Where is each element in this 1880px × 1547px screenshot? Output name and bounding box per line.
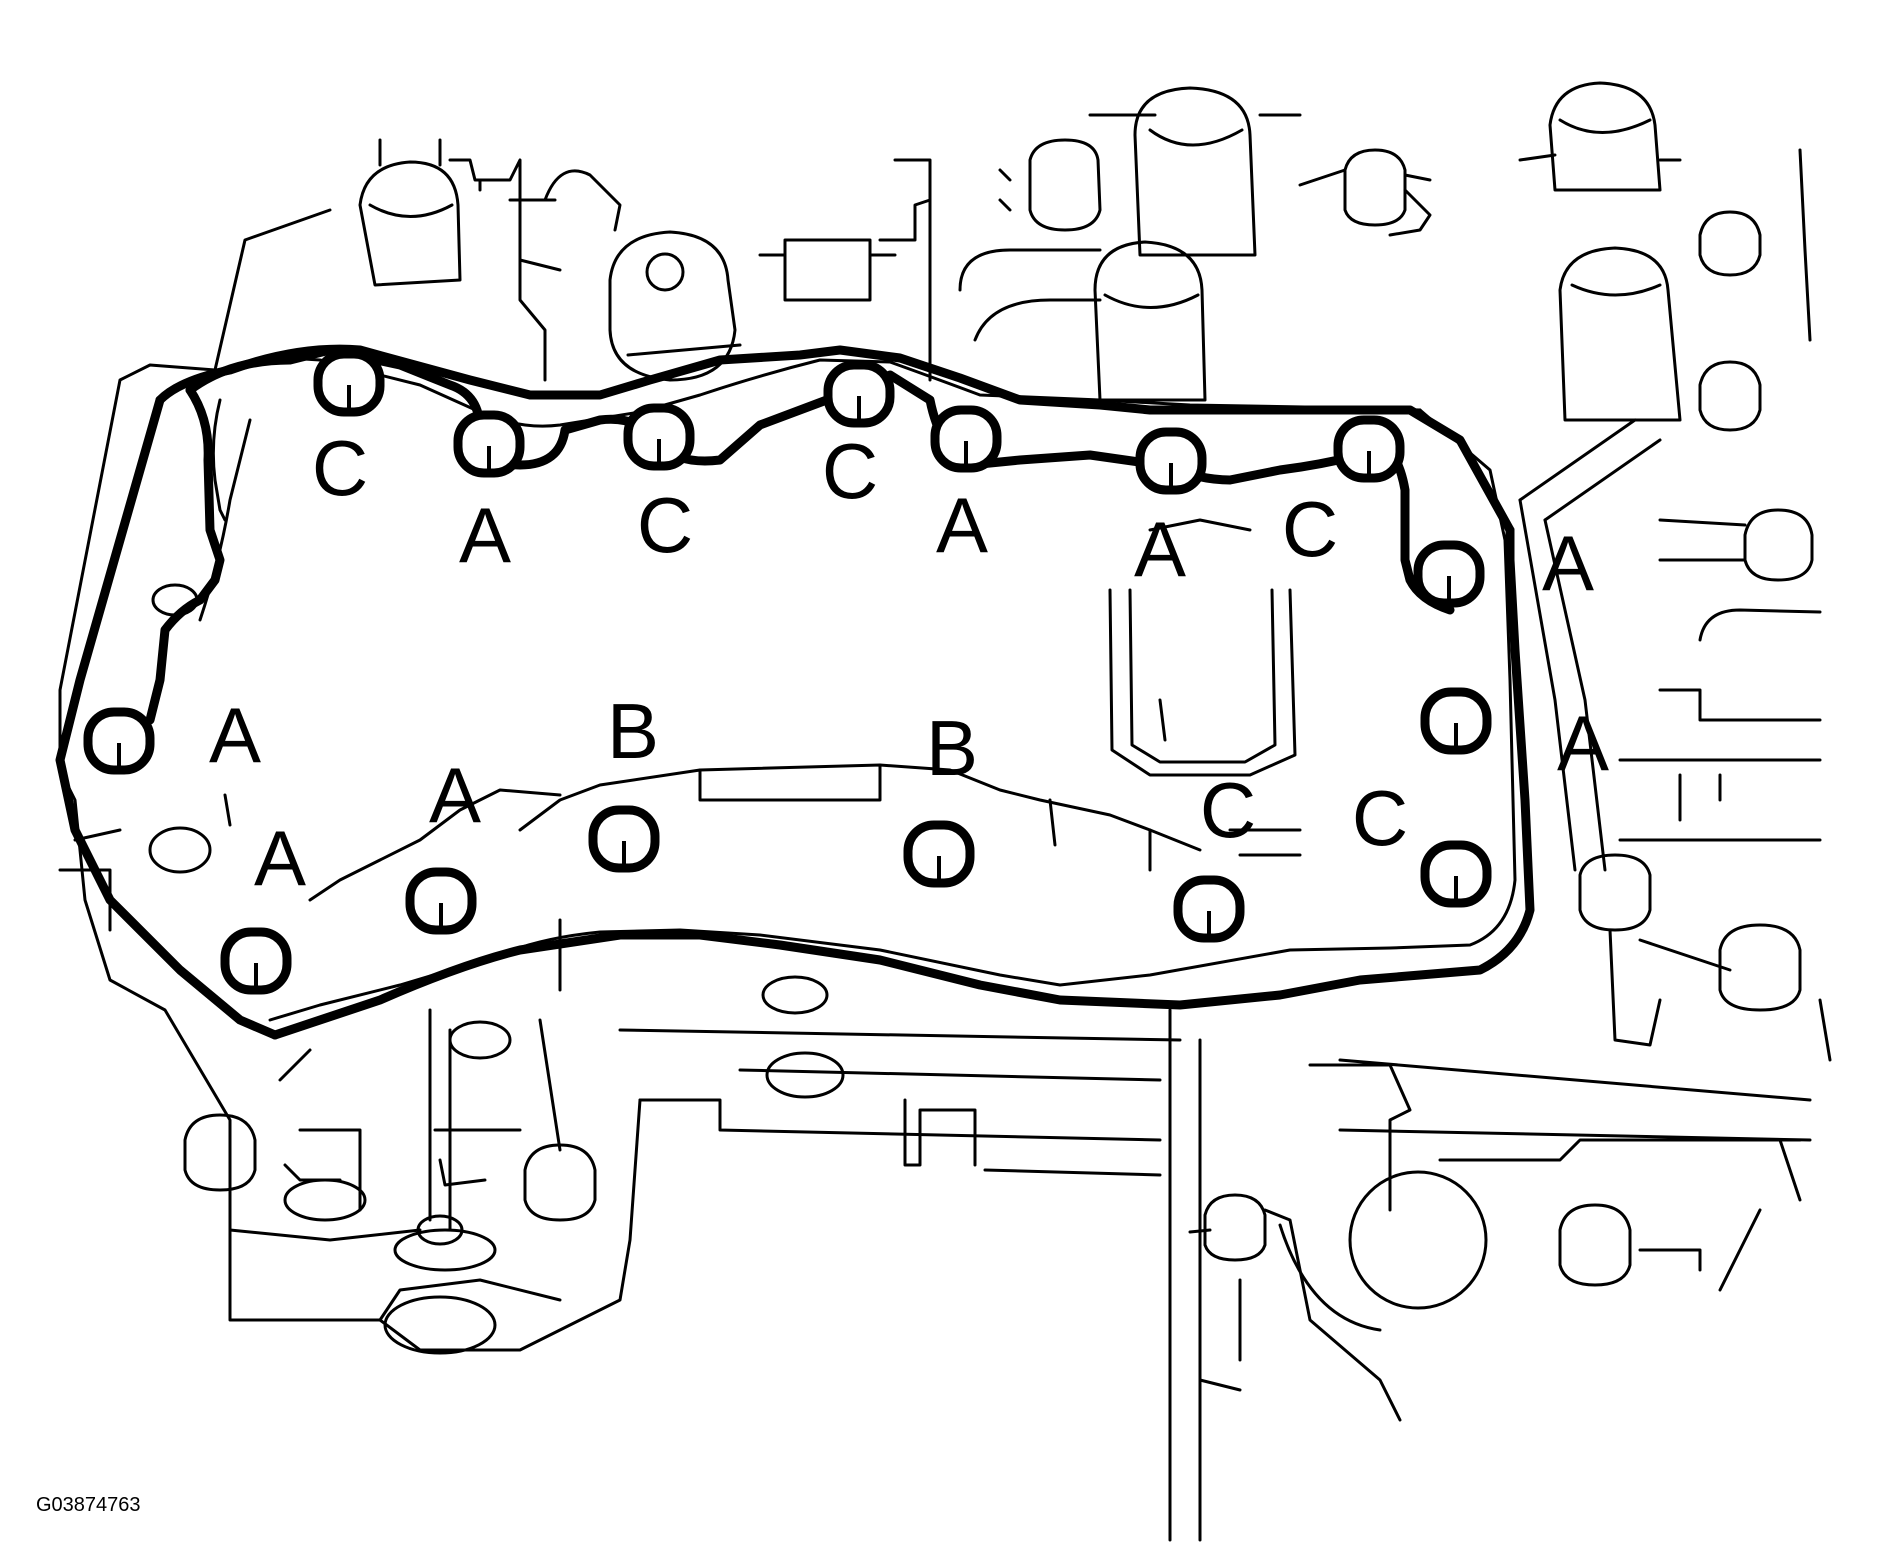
callout-label: C [1352, 774, 1408, 862]
bolt-heads [83, 349, 1492, 995]
callout-label: A [1557, 699, 1609, 787]
background-line-art [58, 81, 1832, 1542]
bolt-9 [1420, 687, 1492, 755]
callout-label: C [1200, 766, 1256, 854]
bolt-5 [930, 405, 1002, 473]
bolt-6 [1135, 427, 1207, 495]
bolt-13 [903, 820, 975, 888]
callout-label: A [254, 814, 306, 902]
bolt-15 [1173, 875, 1245, 943]
highlighted-cover-outline [55, 344, 1535, 1040]
bolt-2 [453, 410, 525, 478]
bolt-12 [588, 805, 660, 873]
callout-label: B [607, 687, 659, 775]
callout-label: C [1282, 485, 1338, 573]
callout-label: C [637, 481, 693, 569]
bolt-callouts: C A C C A A C A A A A A B B C C [209, 424, 1609, 902]
bolt-3 [623, 403, 695, 471]
callout-label: B [926, 704, 978, 792]
bolt-16 [220, 927, 292, 995]
bolt-4 [823, 360, 895, 428]
bolt-10 [1420, 840, 1492, 908]
bolt-7 [1333, 415, 1405, 483]
figure-id: G03874763 [36, 1494, 141, 1516]
callout-label: A [209, 691, 261, 779]
bolt-1 [313, 349, 385, 417]
bolt-14 [405, 867, 477, 935]
callout-label: A [1134, 505, 1186, 593]
callout-label: A [429, 751, 481, 839]
bolt-8 [1413, 540, 1485, 608]
callout-label: C [822, 427, 878, 515]
bolt-11 [83, 707, 155, 775]
callout-label: A [459, 491, 511, 579]
callout-label: A [936, 481, 988, 569]
callout-label: C [312, 424, 368, 512]
callout-label: A [1542, 519, 1594, 607]
